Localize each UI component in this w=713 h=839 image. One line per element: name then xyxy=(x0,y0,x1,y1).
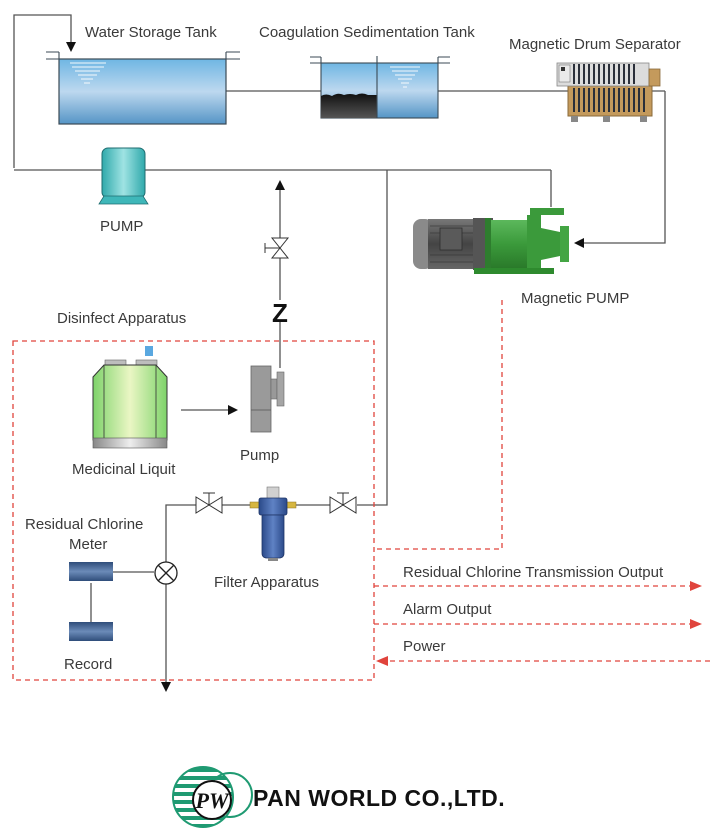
label-disinfect-apparatus: Disinfect Apparatus xyxy=(57,310,186,327)
filter-apparatus[interactable] xyxy=(249,486,297,561)
valve-right[interactable] xyxy=(329,492,357,514)
label-power: Power xyxy=(403,638,446,655)
label-pump: PUMP xyxy=(100,218,143,235)
disinfect-apparatus-boundary xyxy=(12,340,375,681)
pipe-separator-to-magnetic-pump xyxy=(574,91,666,248)
meter-sensor-icon xyxy=(154,561,178,585)
signal-network xyxy=(12,300,710,681)
record-device[interactable] xyxy=(69,622,113,641)
water-level-icon xyxy=(70,62,106,84)
residual-chlorine-meter[interactable] xyxy=(69,562,113,581)
label-magnetic-pump: Magnetic PUMP xyxy=(521,290,629,307)
label-coagulation-tank: Coagulation Sedimentation Tank xyxy=(259,24,475,41)
label-transmission-output: Residual Chlorine Transmission Output xyxy=(403,564,664,581)
magnetic-drum-separator[interactable] xyxy=(556,62,661,122)
logo-monogram: PW xyxy=(195,788,230,813)
label-water-storage-tank: Water Storage Tank xyxy=(85,24,217,41)
company-name: PAN WORLD CO.,LTD. xyxy=(253,785,505,811)
water-storage-tank[interactable] xyxy=(46,51,240,125)
label-alarm-output: Alarm Output xyxy=(403,601,492,618)
label-meter-line1: Residual Chlorine xyxy=(25,516,143,533)
separator-plates xyxy=(573,64,645,112)
pipe-sample-line xyxy=(357,170,388,506)
label-record: Record xyxy=(64,656,112,673)
company-logo: PW xyxy=(172,766,253,828)
label-meter-line2: Meter xyxy=(69,536,107,553)
pump[interactable] xyxy=(98,147,149,205)
label-dosing-pump: Pump xyxy=(240,447,279,464)
water-level-icon xyxy=(390,66,420,88)
dosing-pump[interactable] xyxy=(250,365,285,433)
label-filter-apparatus: Filter Apparatus xyxy=(214,574,319,591)
valve-left[interactable] xyxy=(195,492,223,514)
coagulation-sedimentation-tank[interactable] xyxy=(310,56,450,119)
check-valve-icon: Z xyxy=(272,298,288,328)
magnetic-pump[interactable] xyxy=(413,208,569,274)
pipe-return-to-storage xyxy=(13,14,76,168)
dosing-valve[interactable] xyxy=(264,237,290,259)
signal-magnetic-pump-link xyxy=(374,300,503,550)
pipe-valve1-to-meter xyxy=(165,504,196,563)
medicinal-liquid-tank[interactable] xyxy=(92,346,168,449)
label-medicinal-liquid: Medicinal Liquit xyxy=(72,461,176,478)
label-magnetic-drum-separator: Magnetic Drum Separator xyxy=(509,36,681,53)
